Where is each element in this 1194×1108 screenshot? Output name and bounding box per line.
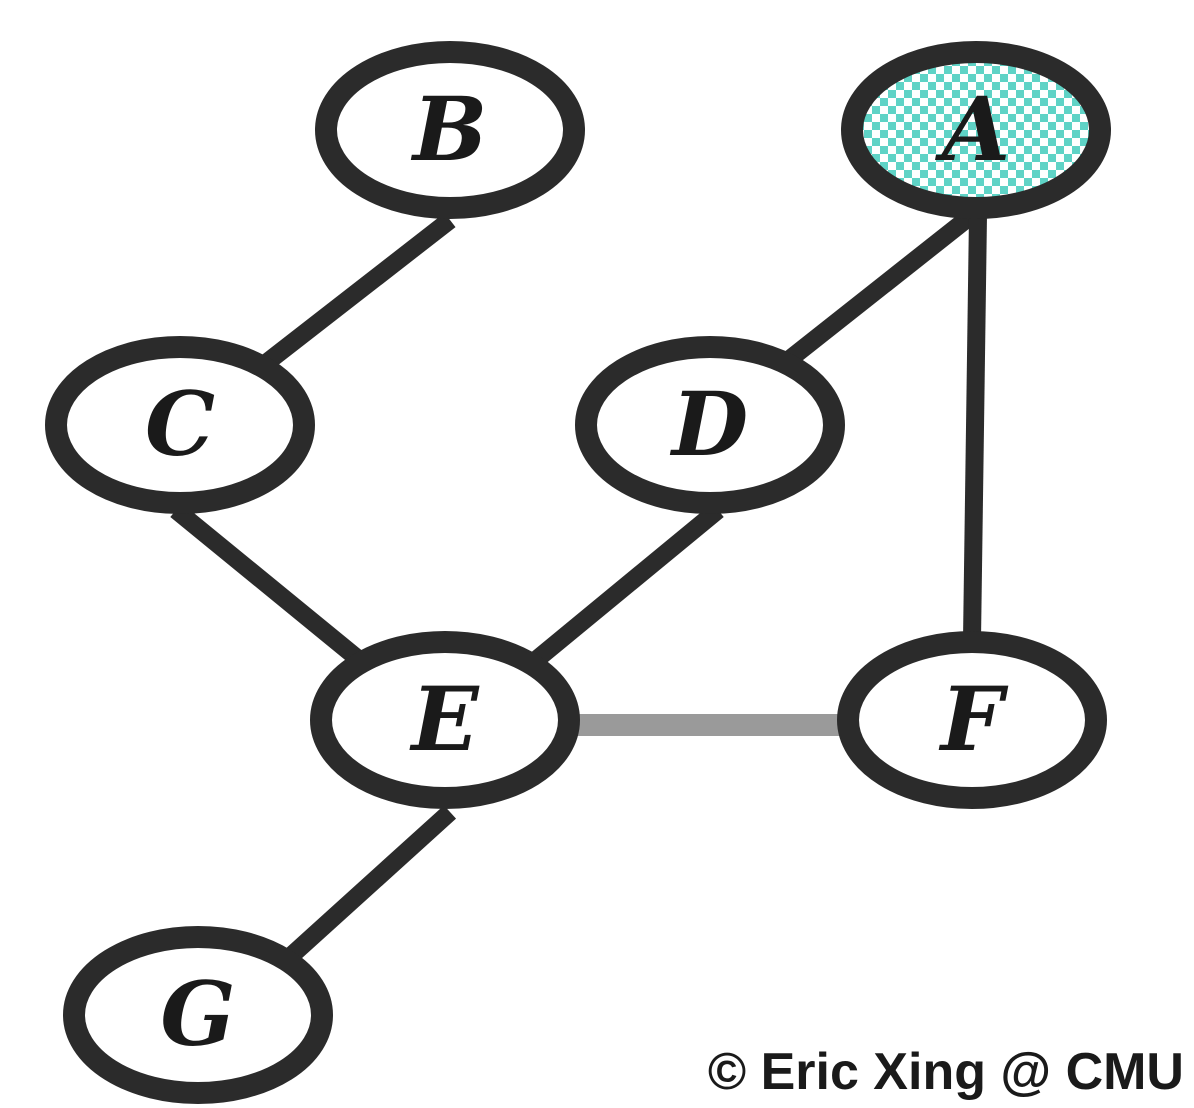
node-a-label: A bbox=[935, 77, 1010, 181]
node-c-label: C bbox=[145, 372, 215, 476]
node-f-ellipse bbox=[837, 631, 1107, 809]
node-f-label: F bbox=[938, 667, 1009, 771]
node-e: E bbox=[310, 631, 580, 809]
node-b-ellipse bbox=[315, 41, 585, 219]
node-e-ellipse bbox=[310, 631, 580, 809]
node-g-label: G bbox=[160, 962, 235, 1066]
node-d-label: D bbox=[669, 372, 748, 476]
node-e-label: E bbox=[408, 667, 480, 771]
node-d: D bbox=[575, 336, 845, 514]
node-a-ellipse bbox=[841, 41, 1111, 219]
edges-layer bbox=[170, 207, 987, 1047]
node-c-ellipse bbox=[45, 336, 315, 514]
copyright-text: © Eric Xing @ CMU bbox=[707, 1043, 1184, 1101]
node-b-label: B bbox=[410, 77, 487, 181]
node-g: G bbox=[63, 926, 333, 1104]
node-f: F bbox=[837, 631, 1107, 809]
edge-a-f bbox=[963, 214, 987, 641]
node-b: B bbox=[315, 41, 585, 219]
node-a: A bbox=[841, 41, 1111, 219]
node-c: C bbox=[45, 336, 315, 514]
node-g-ellipse bbox=[63, 926, 333, 1104]
node-d-ellipse bbox=[575, 336, 845, 514]
